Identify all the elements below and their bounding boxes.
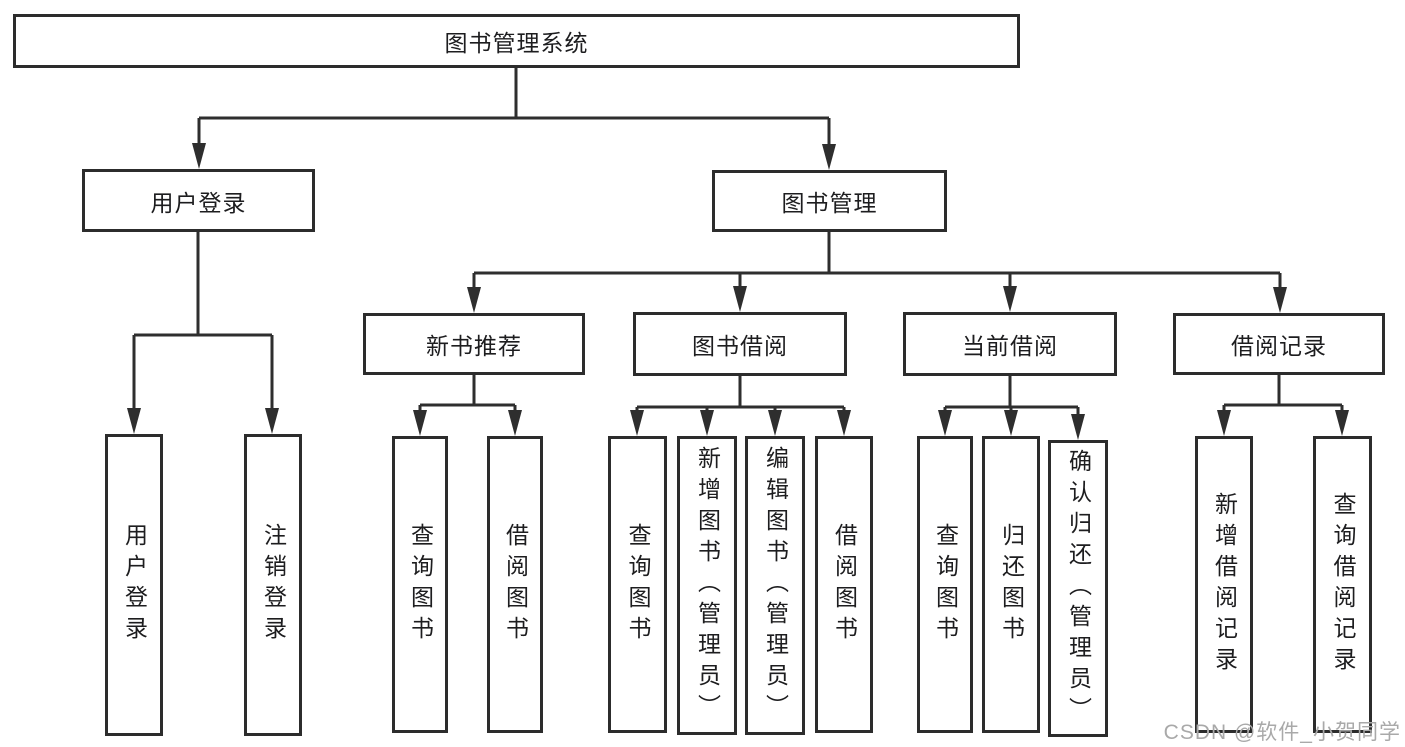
leaf-label: 用户登录 (121, 523, 148, 647)
arrowhead-icon (630, 410, 644, 436)
node-label: 图书借阅 (692, 333, 788, 359)
arrowhead-icon (1004, 410, 1018, 436)
arrowhead-icon (700, 410, 714, 436)
arrowhead-icon (837, 410, 851, 436)
connector-book-mgmt-to-level3 (472, 232, 1282, 304)
arrowhead-icon (1071, 414, 1085, 440)
connector-user-login-children (132, 232, 274, 425)
arrowhead-icon (768, 410, 782, 436)
leaf-label: 编辑图书（管理员） (762, 446, 789, 725)
arrowhead-icon (192, 143, 206, 169)
node-label: 用户登录 (150, 189, 247, 216)
root-node-label: 图书管理系统 (444, 30, 589, 56)
connector-root-to-level2 (197, 68, 831, 161)
node-label: 新书推荐 (426, 333, 522, 359)
node-label: 当前借阅 (962, 333, 1058, 359)
leaf-label: 归还图书 (998, 522, 1025, 647)
arrowhead-icon (822, 144, 836, 170)
csdn-watermark: CSDN @软件_小贺同学 (1163, 721, 1401, 744)
arrowhead-icon (938, 410, 952, 436)
leaf-add-books-admin: 新增图书（管理员） (677, 436, 737, 735)
leaf-borrow-books: 借阅图书 (487, 436, 543, 733)
arrowhead-icon (265, 408, 279, 434)
leaf-query-books: 查询图书 (608, 436, 667, 733)
arrowhead-icon (1003, 286, 1017, 312)
leaf-add-borrow-record: 新增借阅记录 (1195, 436, 1253, 733)
leaf-confirm-return-admin: 确认归还（管理员） (1048, 440, 1108, 737)
node-current-borrow: 当前借阅 (903, 312, 1117, 376)
node-label: 借阅记录 (1231, 333, 1327, 359)
leaf-label: 借阅图书 (502, 522, 529, 647)
leaf-label: 借阅图书 (831, 522, 858, 647)
leaf-query-books: 查询图书 (917, 436, 973, 733)
leaf-label: 注销登录 (260, 523, 287, 647)
leaf-label: 新增借阅记录 (1211, 491, 1238, 678)
leaf-borrow-books: 借阅图书 (815, 436, 873, 733)
arrowhead-icon (413, 410, 427, 436)
arrowhead-icon (127, 408, 141, 434)
leaf-label: 新增图书（管理员） (694, 446, 721, 725)
node-borrow-records: 借阅记录 (1173, 313, 1385, 375)
node-book-borrow: 图书借阅 (633, 312, 847, 376)
connector-new-books-children (418, 375, 517, 427)
arrowhead-icon (733, 286, 747, 312)
leaf-return-books: 归还图书 (982, 436, 1040, 733)
leaf-logout: 注销登录 (244, 434, 302, 736)
leaf-query-books: 查询图书 (392, 436, 448, 733)
leaf-label: 查询图书 (932, 522, 959, 647)
connector-borrow-records-children (1222, 375, 1344, 427)
leaf-label: 查询图书 (625, 522, 651, 647)
leaf-label: 查询借阅记录 (1330, 491, 1356, 678)
leaf-label: 查询图书 (407, 522, 434, 647)
arrowhead-icon (1217, 410, 1231, 436)
node-book-management: 图书管理 (712, 170, 947, 232)
node-user-login: 用户登录 (82, 169, 315, 232)
arrowhead-icon (508, 410, 522, 436)
root-node-library-system: 图书管理系统 (13, 14, 1020, 68)
node-label: 图书管理 (781, 190, 878, 216)
connector-book-borrow-children (635, 376, 846, 427)
leaf-edit-books-admin: 编辑图书（管理员） (745, 436, 805, 735)
arrowhead-icon (1335, 410, 1349, 436)
arrowhead-icon (1273, 287, 1287, 313)
leaf-user-login: 用户登录 (105, 434, 163, 736)
leaf-label: 确认归还（管理员） (1065, 449, 1092, 728)
arrowhead-icon (467, 287, 481, 313)
node-new-book-recommend: 新书推荐 (363, 313, 585, 375)
leaf-query-borrow-record: 查询借阅记录 (1313, 436, 1372, 733)
